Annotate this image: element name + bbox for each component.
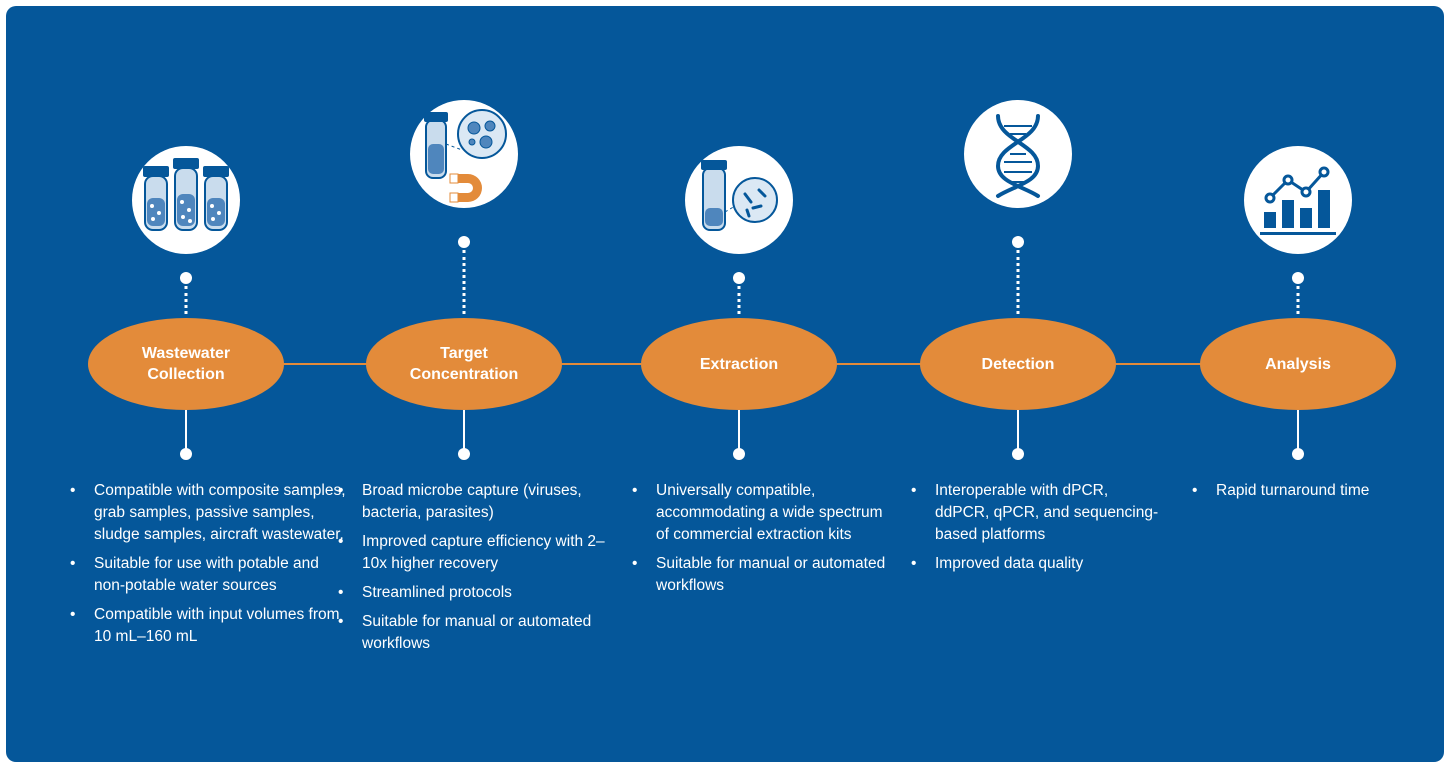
stage-label: Wastewater Collection <box>141 345 231 383</box>
connector-dot <box>733 272 745 284</box>
connector-dot <box>458 236 470 248</box>
bullet-list: Universally compatible, accommodating a … <box>630 480 886 604</box>
bullet-item: Suitable for manual or automated workflo… <box>632 553 886 597</box>
bullet-item: Compatible with input volumes from 10 mL… <box>70 604 348 648</box>
stage-target-concentration: Target Concentration Broad microbe captu… <box>324 6 605 762</box>
stage-label-ellipse: Analysis <box>1200 318 1396 410</box>
stage-label: Analysis <box>1265 355 1331 373</box>
stem-line <box>185 410 187 454</box>
bullet-item: Compatible with composite samples, grab … <box>70 480 348 546</box>
stage-wastewater-collection: Wastewater Collection Compatible with co… <box>46 6 346 762</box>
stem-dot <box>458 448 470 460</box>
bullet-item: Streamlined protocols <box>338 582 624 604</box>
sample-tubes-icon <box>132 146 240 254</box>
stem-dot <box>733 448 745 460</box>
stage-detection: Detection Interoperable with dPCR, ddPCR… <box>878 6 1158 762</box>
stem-dot <box>180 448 192 460</box>
stem-line <box>738 410 740 454</box>
stage-label: Extraction <box>699 355 779 373</box>
stem-line <box>1017 410 1019 454</box>
bullet-list: Rapid turnaround time <box>1190 480 1444 509</box>
connector-dot <box>1012 236 1024 248</box>
bullet-item: Rapid turnaround time <box>1192 480 1444 502</box>
stage-label-ellipse: Wastewater Collection <box>88 318 284 410</box>
stage-label-ellipse: Target Concentration <box>366 318 562 410</box>
bullet-item: Improved capture efficiency with 2–10x h… <box>338 531 624 575</box>
bullet-item: Interoperable with dPCR, ddPCR, qPCR, an… <box>911 480 1165 546</box>
bullet-item: Suitable for manual or automated workflo… <box>338 611 624 655</box>
dotted-line <box>184 286 188 314</box>
stage-label-ellipse: Extraction <box>641 318 837 410</box>
connector-dot <box>1292 272 1304 284</box>
bullet-list: Broad microbe capture (viruses, bacteria… <box>336 480 624 662</box>
dotted-line <box>1296 286 1300 314</box>
dna-helix-icon <box>964 100 1072 208</box>
dotted-line <box>462 250 466 314</box>
stem-dot <box>1012 448 1024 460</box>
stage-extraction: Extraction Universally compatible, accom… <box>599 6 885 762</box>
stage-label: Target Concentration <box>409 345 519 383</box>
connector-dot <box>180 272 192 284</box>
stage-label-ellipse: Detection <box>920 318 1116 410</box>
bullet-item: Improved data quality <box>911 553 1165 575</box>
stage-analysis: Analysis Rapid turnaround time <box>1158 6 1438 762</box>
extraction-tube-icon <box>685 146 793 254</box>
stem-line <box>1297 410 1299 454</box>
bullet-item: Suitable for use with potable and non-po… <box>70 553 348 597</box>
dotted-line <box>1016 250 1020 314</box>
dotted-line <box>737 286 741 314</box>
bullet-item: Universally compatible, accommodating a … <box>632 480 886 546</box>
stem-line <box>463 410 465 454</box>
stage-label: Detection <box>981 355 1055 373</box>
workflow-panel: Wastewater Collection Compatible with co… <box>6 6 1444 762</box>
magnetic-capture-icon <box>410 100 518 208</box>
stem-dot <box>1292 448 1304 460</box>
bullet-list: Interoperable with dPCR, ddPCR, qPCR, an… <box>909 480 1165 582</box>
bar-line-chart-icon <box>1244 146 1352 254</box>
bullet-item: Broad microbe capture (viruses, bacteria… <box>338 480 624 524</box>
bullet-list: Compatible with composite samples, grab … <box>68 480 348 655</box>
